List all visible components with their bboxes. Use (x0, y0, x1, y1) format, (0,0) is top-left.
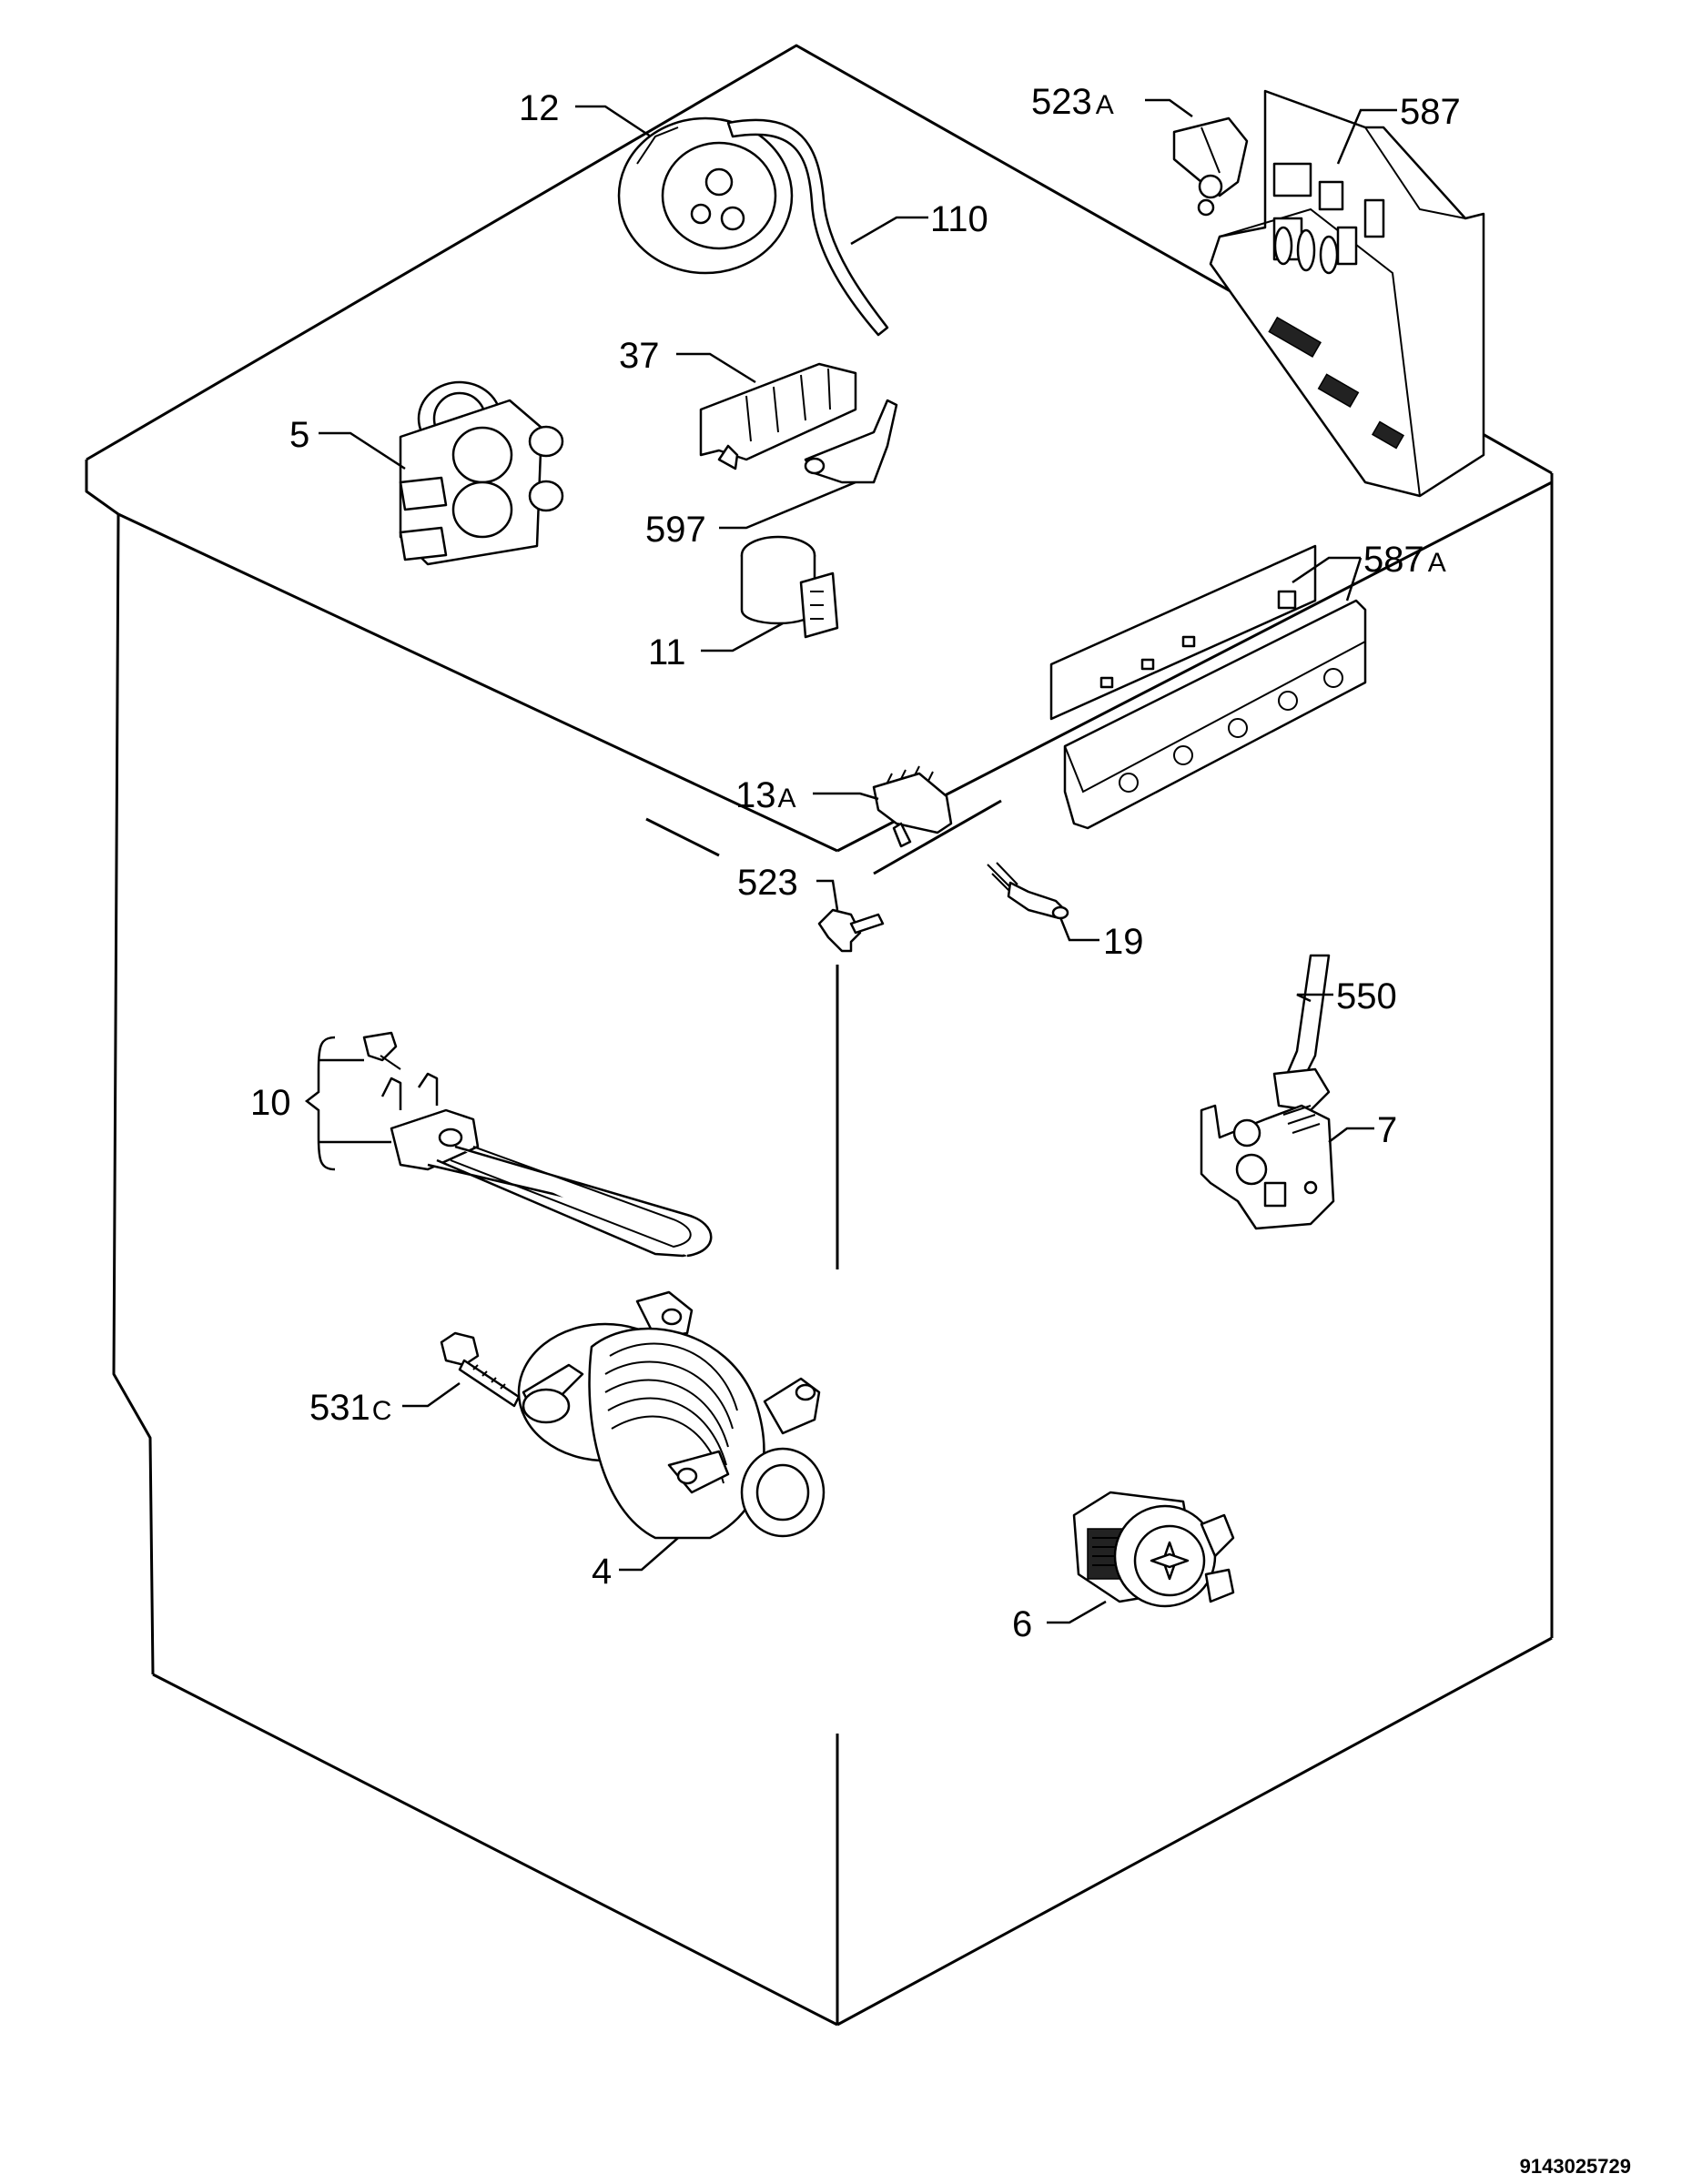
part-label-11: 11 (648, 632, 686, 672)
document-number: 9143025729 (1520, 2155, 1631, 2178)
temperature-sensor-part (987, 862, 1069, 920)
part-label-587: 587 (1400, 92, 1461, 132)
part-label-523: 523 (737, 863, 798, 903)
small-clip-part (817, 908, 885, 953)
terminal-block-part (699, 362, 857, 470)
part-label-37: 37 (619, 336, 660, 376)
part-label-110: 110 (930, 199, 988, 239)
pressure-switch-part (617, 116, 794, 275)
inlet-valve-part (399, 380, 564, 566)
part-label-5: 5 (289, 415, 309, 455)
part-label-19: 19 (1103, 922, 1144, 962)
part-label-6: 6 (1012, 1604, 1032, 1644)
part-label-4: 4 (592, 1552, 612, 1592)
part-label-10: 10 (250, 1083, 291, 1123)
control-board-part (1172, 89, 1485, 498)
clamp-part (804, 399, 898, 484)
capacitor-part (740, 535, 839, 639)
part-label-550: 550 (1336, 976, 1397, 1016)
switch-module-part (1072, 1491, 1235, 1608)
part-label-12: 12 (519, 88, 560, 128)
display-board-part (1049, 544, 1367, 830)
part-label-13a: 13A (735, 775, 796, 815)
leader-lines (304, 98, 1397, 1624)
screw-part (440, 1331, 521, 1408)
part-label-7: 7 (1377, 1110, 1397, 1150)
connector-part (872, 765, 953, 848)
part-label-531c: 531C (309, 1388, 391, 1428)
part-label-597: 597 (645, 510, 706, 550)
heating-element-part (362, 1031, 713, 1258)
door-lock-part (1200, 954, 1335, 1230)
drain-pump-part (517, 1290, 826, 1540)
hose-part (726, 118, 889, 337)
